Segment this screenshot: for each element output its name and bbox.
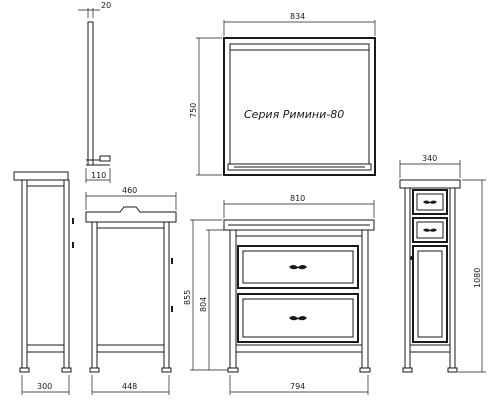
drawer-handle-icon <box>289 316 307 321</box>
dim-mirror-shelf-depth: 110 <box>91 171 106 180</box>
dim-front-height-outer: 855 <box>183 290 192 305</box>
mirror-side-view: 20 110 <box>78 1 111 183</box>
mirror-front-view: Серия Римини-80 834 750 <box>189 12 376 176</box>
drawer-handle-icon <box>423 200 437 204</box>
door-knob-icon <box>410 256 414 260</box>
dim-cabinet-width: 340 <box>422 154 437 163</box>
dim-cabinet-height: 1080 <box>473 268 482 288</box>
dim-mirror-height: 750 <box>189 103 198 118</box>
drawer-handle-icon <box>289 265 307 270</box>
dim-mirror-width: 834 <box>290 12 305 21</box>
dim-mirror-depth: 20 <box>101 1 111 10</box>
drawer-handle-icon <box>423 228 437 232</box>
dim-front-bottom: 794 <box>290 382 305 391</box>
dim-front-height-inner: 804 <box>199 297 208 312</box>
dim-side-mid-bottom: 448 <box>122 382 137 391</box>
middle-side-view: 460 448 <box>85 186 177 395</box>
dim-side-top-depth: 460 <box>122 186 137 195</box>
left-side-view: 300 <box>13 171 74 395</box>
vanity-front-view: 810 794 855 804 <box>183 194 375 395</box>
dim-side-left-bottom: 300 <box>37 382 52 391</box>
cabinet-front-view: 340 1080 <box>399 154 486 373</box>
series-title: Серия Римини-80 <box>244 108 344 121</box>
dim-sink-width: 810 <box>290 194 305 203</box>
